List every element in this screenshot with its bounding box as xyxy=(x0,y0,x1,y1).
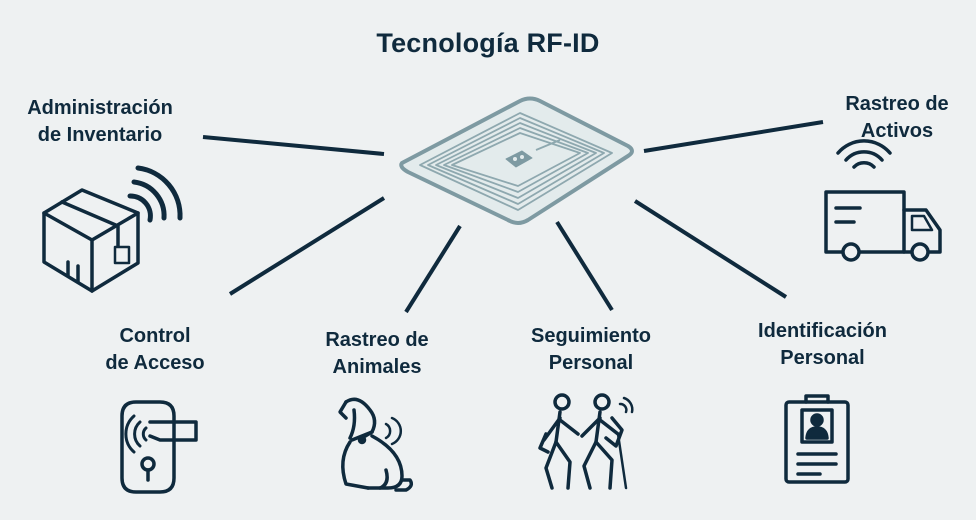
connector-seguimiento xyxy=(555,220,614,312)
label-acceso-line-1: Control xyxy=(119,325,191,347)
label-identificacion-line-2: Personal xyxy=(780,347,865,369)
hikers-icon xyxy=(538,393,634,490)
connector-activos xyxy=(643,120,824,153)
delivery-truck-icon xyxy=(824,139,942,262)
id-badge-icon xyxy=(784,394,850,484)
label-seguimiento: Seguimiento Personal xyxy=(506,323,676,377)
label-inventario: Administración de Inventario xyxy=(10,95,190,149)
label-identificacion: Identificación Personal xyxy=(735,318,910,372)
label-seguimiento-line-1: Seguimiento xyxy=(530,325,651,347)
label-inventario-line-2: de Inventario xyxy=(37,124,163,146)
label-animales: Rastreo de Animales xyxy=(302,327,452,381)
connector-identificacion xyxy=(633,199,788,299)
label-acceso-line-2: de Acceso xyxy=(105,352,205,374)
diagram-title: Tecnología RF-ID xyxy=(376,28,600,58)
rfid-box-icon xyxy=(42,165,183,293)
label-animales-line-1: Rastreo de xyxy=(325,329,429,351)
label-activos-line-1: Rastreo de xyxy=(845,93,949,115)
label-identificacion-line-1: Identificación xyxy=(758,320,887,342)
rfid-tag-icon xyxy=(399,96,634,225)
label-activos: Rastreo de Activos xyxy=(822,91,972,145)
connector-acceso xyxy=(228,196,386,296)
label-animales-line-2: Animales xyxy=(332,356,422,378)
label-activos-line-2: Activos xyxy=(860,120,934,142)
label-inventario-line-1: Administración xyxy=(27,97,173,119)
dog-icon xyxy=(338,397,414,492)
label-acceso: Control de Acceso xyxy=(80,323,230,377)
door-handle-icon xyxy=(120,400,198,494)
connector-inventario xyxy=(202,135,385,156)
label-seguimiento-line-2: Personal xyxy=(548,352,634,374)
connector-animales xyxy=(404,224,462,314)
